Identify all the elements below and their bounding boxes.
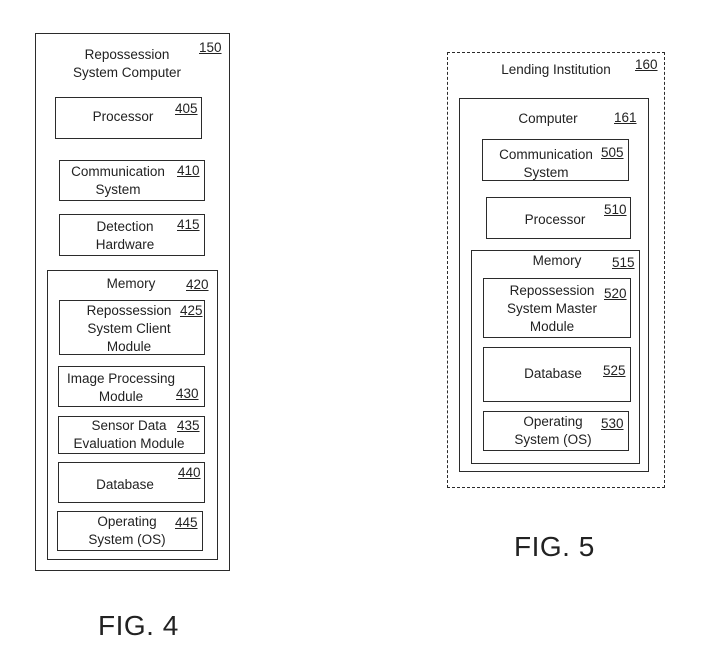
sensor-data-evaluation-module-ref: 435 <box>177 418 200 433</box>
lending-institution-label: Lending Institution <box>501 62 611 77</box>
repossession-master-module-box <box>483 278 631 338</box>
database-label: Database <box>96 477 154 492</box>
sensor-data-evaluation-module-box <box>58 416 205 454</box>
image-processing-module-box <box>58 366 205 407</box>
operating-system-5-label: Operating System (OS) <box>514 414 592 447</box>
repossession-master-module-ref: 520 <box>604 286 627 301</box>
memory-ref: 420 <box>186 277 209 292</box>
database-5-box <box>483 347 631 402</box>
operating-system-box <box>57 511 203 551</box>
communication-system-5-ref: 505 <box>601 145 624 160</box>
communication-system-box <box>59 160 205 201</box>
processor-5-ref: 510 <box>604 202 627 217</box>
communication-system-5-label: Communication System <box>499 147 593 180</box>
operating-system-ref: 445 <box>175 515 198 530</box>
computer-label: Computer <box>518 111 578 126</box>
figure-5-caption: FIG. 5 <box>514 531 595 562</box>
database-5-ref: 525 <box>603 363 626 378</box>
database-box <box>58 462 205 503</box>
operating-system-5-ref: 530 <box>601 416 624 431</box>
communication-system-label: Communication System <box>71 164 165 197</box>
computer-ref: 161 <box>614 110 637 125</box>
repossession-system-computer-ref: 150 <box>199 40 222 55</box>
communication-system-ref: 410 <box>177 163 200 178</box>
processor-5-label: Processor <box>524 212 586 227</box>
processor-label: Processor <box>92 109 154 124</box>
communication-system-5-box <box>482 139 629 181</box>
sensor-data-evaluation-module-label: Sensor Data Evaluation Module <box>73 418 185 451</box>
image-processing-module-ref: 430 <box>176 386 199 401</box>
processor-ref: 405 <box>175 101 198 116</box>
repossession-system-computer-label: Repossession System Computer <box>72 47 182 80</box>
database-ref: 440 <box>178 465 201 480</box>
repossession-client-module-ref: 425 <box>180 303 203 318</box>
processor-5-box <box>486 197 631 239</box>
operating-system-5-box <box>483 411 629 451</box>
figure-4-caption: FIG. 4 <box>98 610 179 641</box>
lending-institution-ref: 160 <box>635 57 658 72</box>
memory-5-label: Memory <box>532 253 582 268</box>
repossession-client-module-box <box>59 300 205 355</box>
processor-box <box>55 97 202 139</box>
repossession-master-module-label: Repossession System Master Module <box>506 283 598 334</box>
repossession-client-module-label: Repossession System Client Module <box>86 303 172 354</box>
memory-5-ref: 515 <box>612 255 635 270</box>
operating-system-label: Operating System (OS) <box>88 514 166 547</box>
image-processing-module-label: Image Processing Module <box>66 371 176 404</box>
detection-hardware-label: Detection Hardware <box>95 219 155 252</box>
detection-hardware-ref: 415 <box>177 217 200 232</box>
detection-hardware-box <box>59 214 205 256</box>
database-5-label: Database <box>524 366 582 381</box>
memory-label: Memory <box>106 276 156 291</box>
